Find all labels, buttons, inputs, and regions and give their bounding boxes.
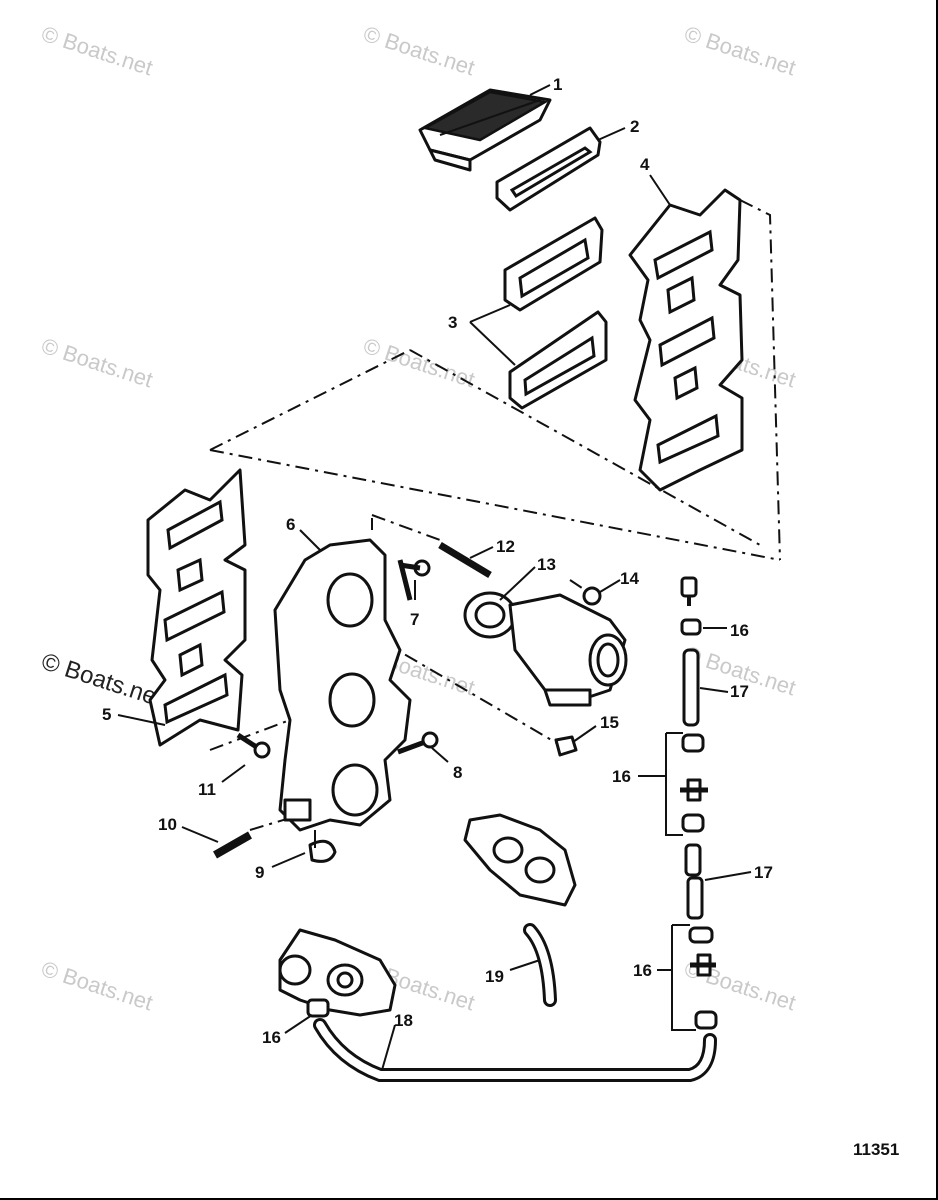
watermark: © Boats.net	[681, 21, 798, 80]
callout-2: 2	[630, 117, 639, 136]
hose-19-part	[523, 923, 557, 1007]
callout-11: 11	[198, 780, 216, 799]
reed-gasket-part	[495, 126, 602, 212]
callout-5: 5	[102, 705, 111, 724]
callout-7: 7	[410, 610, 419, 629]
callout-8: 8	[453, 763, 462, 782]
screw-7-part	[397, 559, 431, 601]
adaptor-plate-part	[463, 813, 577, 907]
watermark: © Boats.net	[38, 21, 155, 80]
callout-19: 19	[485, 967, 504, 986]
reed-plate-upper-part	[503, 216, 604, 312]
watermark: © Boats.net	[360, 333, 477, 392]
stud-10-part	[213, 831, 252, 859]
callout-18: 18	[394, 1011, 413, 1030]
watermark: © Boats.net	[38, 333, 155, 392]
callouts: 1 2 3 4 5 6 7 8 9 10 11 12 13 14 15 16 1…	[102, 75, 773, 1047]
manifold-gasket-left-part	[146, 468, 247, 747]
callout-12: 12	[496, 537, 515, 556]
callout-10: 10	[158, 815, 177, 834]
callout-15: 15	[600, 713, 619, 732]
carburetor-part	[463, 591, 628, 707]
callout-13: 13	[537, 555, 556, 574]
watermark: © Boats.net	[38, 956, 155, 1015]
callout-16a: 16	[730, 621, 749, 640]
reed-plate-lower-part	[508, 310, 608, 410]
drawing-number: 11351	[853, 1140, 900, 1159]
intake-manifold-part	[273, 538, 412, 832]
watermark: © Boats.net	[360, 21, 477, 80]
callout-16c: 16	[633, 961, 652, 980]
callout-16d: 16	[262, 1028, 281, 1047]
callout-17b: 17	[754, 863, 773, 882]
leader-lines	[117, 84, 752, 1071]
clip-9-part	[308, 830, 337, 863]
callout-4: 4	[640, 155, 650, 174]
alignment-lines	[209, 199, 781, 831]
callout-1: 1	[553, 75, 562, 94]
reed-block-part	[418, 88, 552, 172]
callout-16b: 16	[612, 767, 631, 786]
callout-3: 3	[448, 313, 457, 332]
callout-17a: 17	[730, 682, 749, 701]
stud-12-part	[438, 541, 492, 579]
screw-11-part	[236, 732, 271, 759]
nut-14-part	[582, 586, 602, 606]
bottom-housing-part	[278, 928, 397, 1017]
fuel-line-assembly	[665, 576, 718, 1031]
watermark: © Boats.net	[38, 648, 166, 713]
fitting-15-part	[554, 735, 578, 757]
callout-9: 9	[255, 863, 264, 882]
callout-6: 6	[286, 515, 295, 534]
callout-14: 14	[620, 569, 639, 588]
manifold-gasket-right-part	[628, 188, 744, 492]
screw-8-part	[397, 731, 439, 755]
hose-18-part	[306, 998, 717, 1082]
